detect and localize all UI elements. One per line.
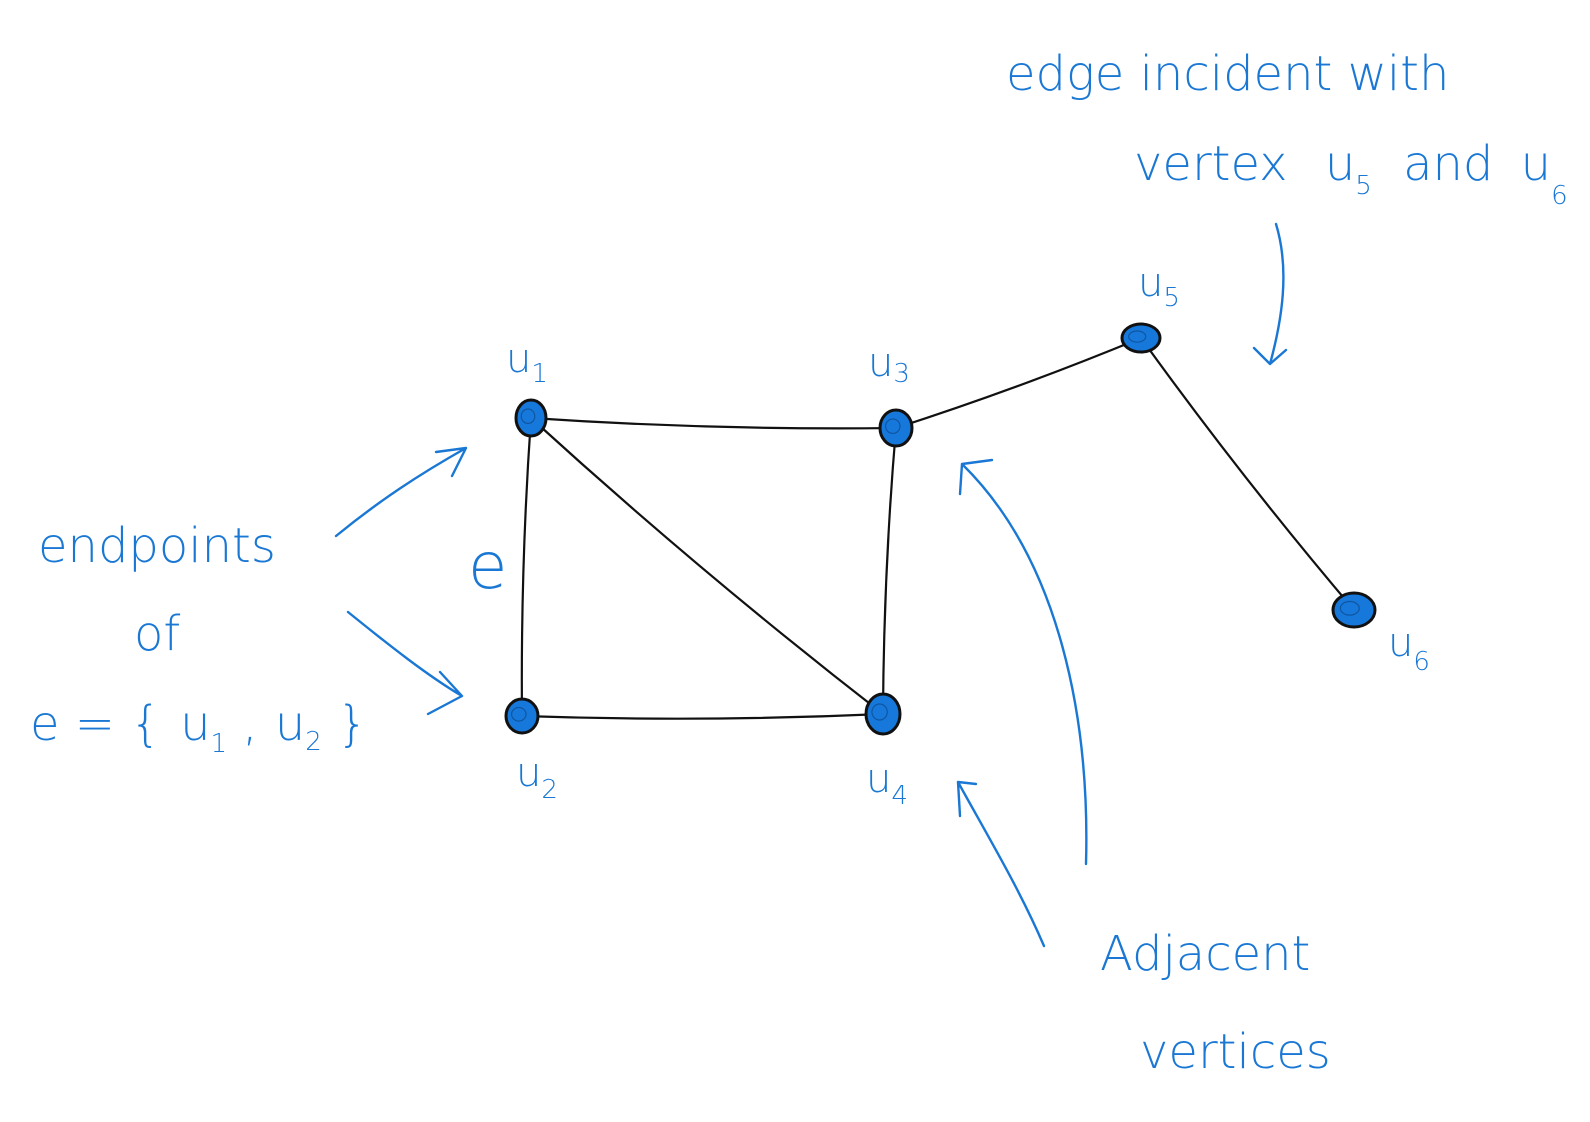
incident-line1: edge incident with	[1006, 46, 1449, 102]
edge-label-e: e	[468, 530, 507, 604]
arrow-to-u5u6-edge-icon	[1252, 222, 1288, 366]
edge-u3-u4	[881, 426, 898, 716]
edge-u5-u6	[1139, 336, 1356, 612]
vertex-labels: u1 u2 u3 u4 u5 u6 e	[468, 260, 1430, 811]
annotation-adjacent: Adjacent vertices	[1100, 926, 1331, 1080]
vertex-label-u2: u2	[516, 750, 558, 805]
arrow-to-u2-icon	[346, 610, 464, 716]
vertex-label-u5: u5	[1138, 260, 1180, 313]
edge-u1-u4	[529, 416, 885, 716]
edge-u1-u2	[520, 416, 533, 718]
adjacent-line1: Adjacent	[1100, 926, 1310, 982]
annotation-endpoints: endpoints of e = { u1 , u2 }	[30, 518, 368, 764]
vertex-u3	[878, 408, 914, 448]
adjacent-line2: vertices	[1140, 1024, 1331, 1080]
vertex-u1	[514, 398, 548, 438]
pointer-arrows	[334, 222, 1288, 948]
vertices-layer	[504, 322, 1377, 736]
endpoints-line1: endpoints	[38, 518, 276, 574]
vertex-label-u6: u6	[1388, 620, 1430, 677]
annotation-incident: edge incident with vertex u5 and u6	[1006, 46, 1568, 211]
vertex-label-u3: u3	[868, 340, 910, 389]
incident-line2: vertex u5 and u6	[1134, 136, 1568, 211]
arrow-to-u1-icon	[334, 446, 468, 538]
endpoints-line2: of	[134, 606, 180, 662]
edges-layer	[520, 336, 1356, 720]
vertex-u4	[864, 692, 902, 736]
vertex-u6-hatch	[1339, 600, 1360, 616]
vertex-u5-hatch	[1128, 330, 1147, 343]
arrow-to-u3-icon	[958, 458, 1088, 866]
vertex-label-u1: u1	[506, 336, 548, 389]
vertex-u6	[1331, 591, 1377, 629]
edge-u1-u3	[529, 416, 898, 430]
vertex-u2	[504, 697, 540, 735]
vertex-u4-hatch	[871, 703, 888, 721]
vertex-u5	[1120, 322, 1162, 354]
edge-u2-u4	[520, 712, 885, 720]
vertex-u1-hatch	[520, 408, 536, 424]
vertex-u2-hatch	[510, 706, 527, 722]
vertex-u3-hatch	[884, 418, 901, 434]
edge-u3-u5	[894, 336, 1143, 430]
vertex-label-u4: u4	[866, 756, 908, 811]
endpoints-equation: e = { u1 , u2 }	[30, 696, 368, 764]
arrow-to-u4-icon	[956, 780, 1046, 948]
